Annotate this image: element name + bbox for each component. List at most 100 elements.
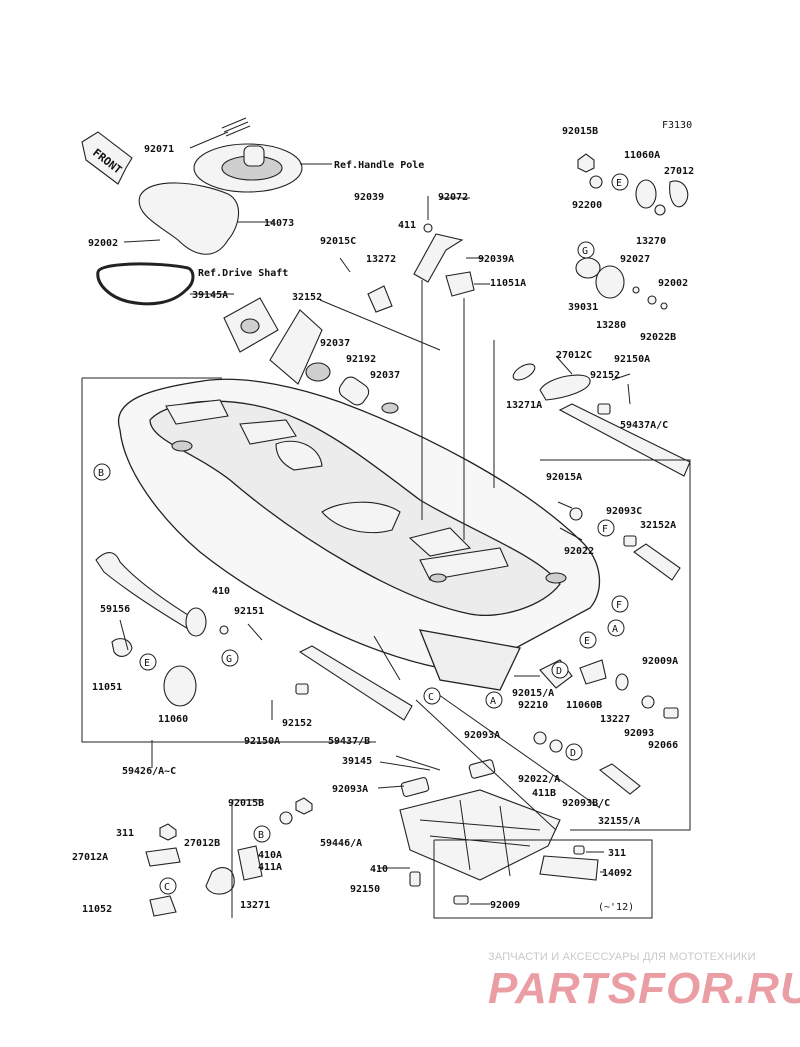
callout-letter: A — [612, 624, 618, 635]
part-number-label: 92009 — [490, 900, 520, 911]
part-number-label: 92151 — [234, 606, 264, 617]
callout-letter: E — [584, 636, 590, 647]
part-number-label: 14073 — [264, 218, 294, 229]
part-number-label: 92192 — [346, 354, 376, 365]
part-number-label: 27012 — [664, 166, 694, 177]
part-number-label: 410 — [212, 586, 230, 597]
drive-shaft-housing — [223, 297, 399, 414]
part-number-label: 92093 — [624, 728, 654, 739]
part-number-label: 59426/A~C — [122, 766, 176, 777]
part-number-label: 13270 — [636, 236, 666, 247]
watermark-subtitle: ЗАПЧАСТИ И АКСЕССУАРЫ ДЛЯ МОТОТЕХНИКИ — [488, 951, 756, 963]
watermark-logo: PARTSFOR.RU — [488, 964, 800, 1013]
part-number-label: 11051A — [490, 278, 526, 289]
part-number-label: 92152 — [282, 718, 312, 729]
callout-letter: E — [144, 658, 150, 669]
part-number-label: 39031 — [568, 302, 598, 313]
part-number-label: 92039A — [478, 254, 514, 265]
part-number-label: 92093A — [464, 730, 500, 741]
part-number-label: 11060A — [624, 150, 660, 161]
part-number-label: 92022/A — [518, 774, 560, 785]
part-number-label: 92015B — [562, 126, 598, 137]
part-number-label: 13271A — [506, 400, 542, 411]
part-number-label: 92066 — [648, 740, 678, 751]
part-number-label: 27012B — [184, 838, 220, 849]
lower-left-detail — [145, 797, 313, 917]
callout-markers: B G E G F F E D D C A A C B E — [93, 173, 629, 895]
part-number-label: 14092 — [602, 868, 632, 879]
part-number-label: 59446/A — [320, 838, 362, 849]
seat-cushion — [138, 182, 240, 255]
intake-grate — [395, 755, 599, 905]
part-number-label: 59437/B — [328, 736, 370, 747]
part-number-label: 27012A — [72, 852, 108, 863]
callout-letter: B — [98, 468, 104, 479]
part-number-label: 11052 — [82, 904, 112, 915]
part-number-label: 92002 — [88, 238, 118, 249]
part-number-label: 311 — [608, 848, 626, 859]
part-number-label: 92093A — [332, 784, 368, 795]
upper-brackets — [367, 196, 475, 313]
left-side-parts — [95, 552, 263, 707]
part-number-label: 92002 — [658, 278, 688, 289]
callout-letter: F — [602, 524, 608, 535]
part-number-label: 411A — [258, 862, 282, 873]
part-number-label: 410A — [258, 850, 282, 861]
part-number-label: 13271 — [240, 900, 270, 911]
part-number-label: 92037 — [320, 338, 350, 349]
handle-pole-mount — [193, 117, 303, 193]
part-number-label: 92093B/C — [562, 798, 610, 809]
part-number-label: 32155/A — [598, 816, 640, 827]
part-number-labels: 92071 14073 92002 39145A 32152 92037 921… — [72, 126, 694, 915]
part-number-label: 11060B — [566, 700, 602, 711]
part-number-label: 92015A — [546, 472, 582, 483]
part-number-label: 411B — [532, 788, 556, 799]
part-number-label: 59437A/C — [620, 420, 668, 431]
callout-letter: A — [490, 696, 496, 707]
part-number-label: 92022B — [640, 332, 676, 343]
callout-letter: C — [428, 692, 434, 703]
part-number-label: 59156 — [100, 604, 130, 615]
part-number-label: 92150A — [614, 354, 650, 365]
upper-right-hardware — [575, 153, 689, 310]
ref-drive-shaft: Ref.Drive Shaft — [198, 267, 288, 279]
part-number-label: 92039 — [354, 192, 384, 203]
callout-letter: G — [226, 654, 232, 665]
part-number-label: 92015/A — [512, 688, 554, 699]
bracket-frames — [81, 340, 691, 919]
callout-letter: F — [616, 600, 622, 611]
part-number-label: 39145A — [192, 290, 228, 301]
part-number-label: 39145 — [342, 756, 372, 767]
diagram-code: F3130 — [662, 120, 692, 131]
part-number-label: 92015B — [228, 798, 264, 809]
right-side-parts — [512, 363, 691, 581]
part-number-label: 92037 — [370, 370, 400, 381]
part-number-label: 32152 — [292, 292, 322, 303]
part-number-label: 11051 — [92, 682, 122, 693]
part-number-label: 92210 — [518, 700, 548, 711]
callout-letter: D — [556, 666, 562, 677]
front-arrow-icon: FRONT — [81, 131, 133, 185]
part-number-label: 13227 — [600, 714, 630, 725]
part-number-label: 411 — [398, 220, 416, 231]
part-number-label: 92071 — [144, 144, 174, 155]
callout-letter: E — [616, 178, 622, 189]
callout-letter: B — [258, 830, 264, 841]
part-number-label: 92152 — [590, 370, 620, 381]
callout-letter: G — [582, 246, 588, 257]
part-number-label: 92093C — [606, 506, 642, 517]
part-number-label: 311 — [116, 828, 134, 839]
part-number-label: 27012C — [556, 350, 592, 361]
part-number-label: 92027 — [620, 254, 650, 265]
note-years: (~'12) — [598, 902, 634, 913]
callout-letter: D — [570, 748, 576, 759]
part-number-label: 32152A — [640, 520, 676, 531]
part-number-label: 92015C — [320, 236, 356, 247]
belt-loop — [96, 262, 195, 306]
hull-body — [117, 378, 601, 691]
part-number-label: 11060 — [158, 714, 188, 725]
part-number-label: 92150A — [244, 736, 280, 747]
part-number-label: 13280 — [596, 320, 626, 331]
